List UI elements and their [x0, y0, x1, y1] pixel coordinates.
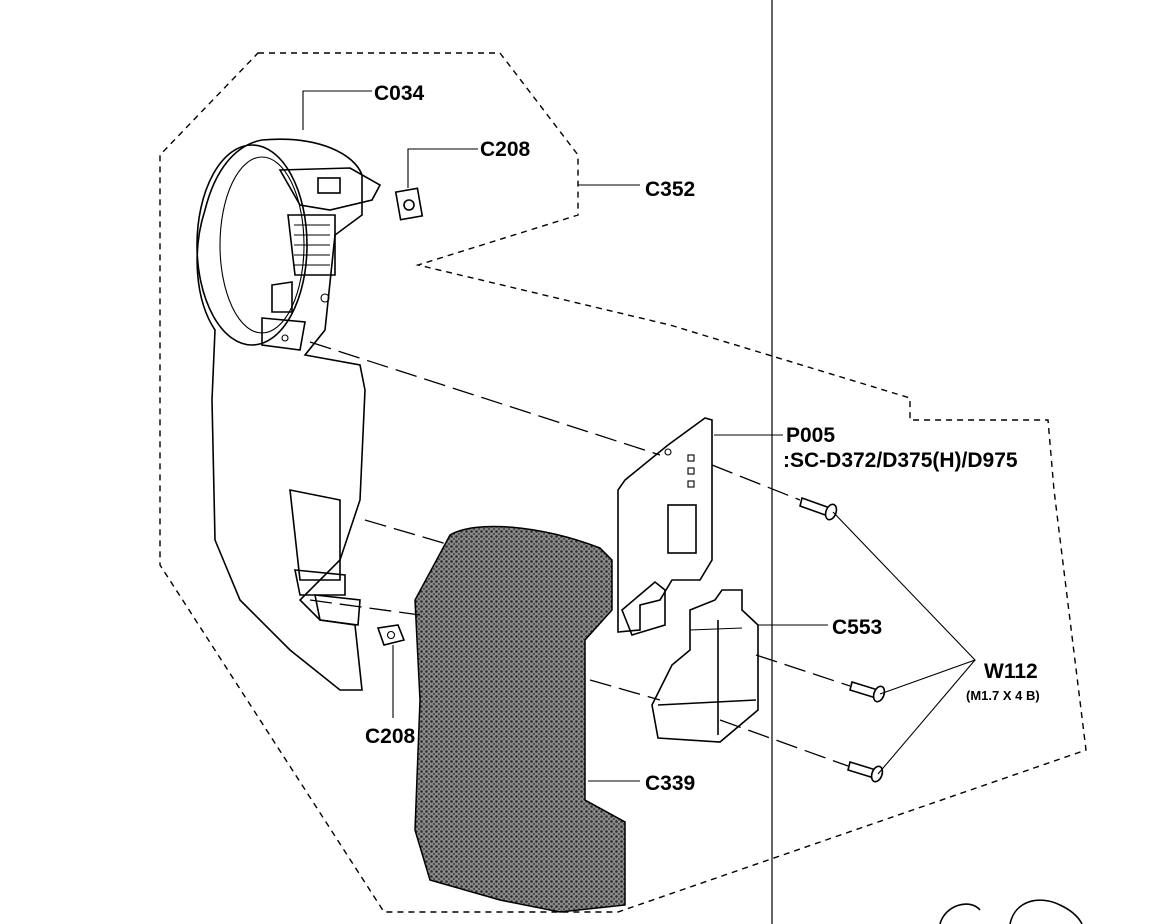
assembly-line-bracket	[589, 679, 661, 701]
assembly-line-screw-2	[755, 654, 851, 687]
bracket-part	[651, 589, 759, 743]
callout-c034: C034	[374, 82, 425, 105]
callout-w112-spec: (M1.7 X 4 B)	[966, 688, 1040, 703]
screw-1	[799, 496, 838, 521]
callout-c208-bottom: C208	[365, 725, 416, 748]
grip-cover-part	[414, 525, 626, 913]
assembly-line-lower	[309, 599, 421, 616]
callout-c553: C553	[832, 616, 882, 639]
c208-upper-part	[394, 187, 424, 221]
screw-2	[849, 680, 886, 703]
assembly-line-grip	[364, 519, 451, 546]
screw-3	[847, 760, 884, 783]
assembly-line-board	[309, 341, 661, 456]
leader-c208-top	[407, 148, 478, 188]
leader-w112	[832, 511, 976, 695]
front-case-part	[196, 138, 382, 691]
callout-p005: P005	[786, 424, 835, 447]
assembly-line-screw-1	[711, 464, 801, 501]
leader-c034	[302, 90, 372, 130]
callout-w112: W112	[984, 660, 1038, 683]
leader-w112-lower	[877, 659, 976, 775]
callout-c339: C339	[645, 772, 695, 795]
callout-c208-top: C208	[480, 138, 531, 161]
callout-p005-models: :SC-D372/D375(H)/D975	[783, 449, 1018, 472]
circuit-board-part	[617, 417, 713, 636]
callout-c352: C352	[645, 178, 695, 201]
assembly-line-screw-3	[719, 719, 849, 767]
handwritten-page-mark	[939, 899, 1083, 924]
c208-lower-part	[376, 624, 406, 646]
